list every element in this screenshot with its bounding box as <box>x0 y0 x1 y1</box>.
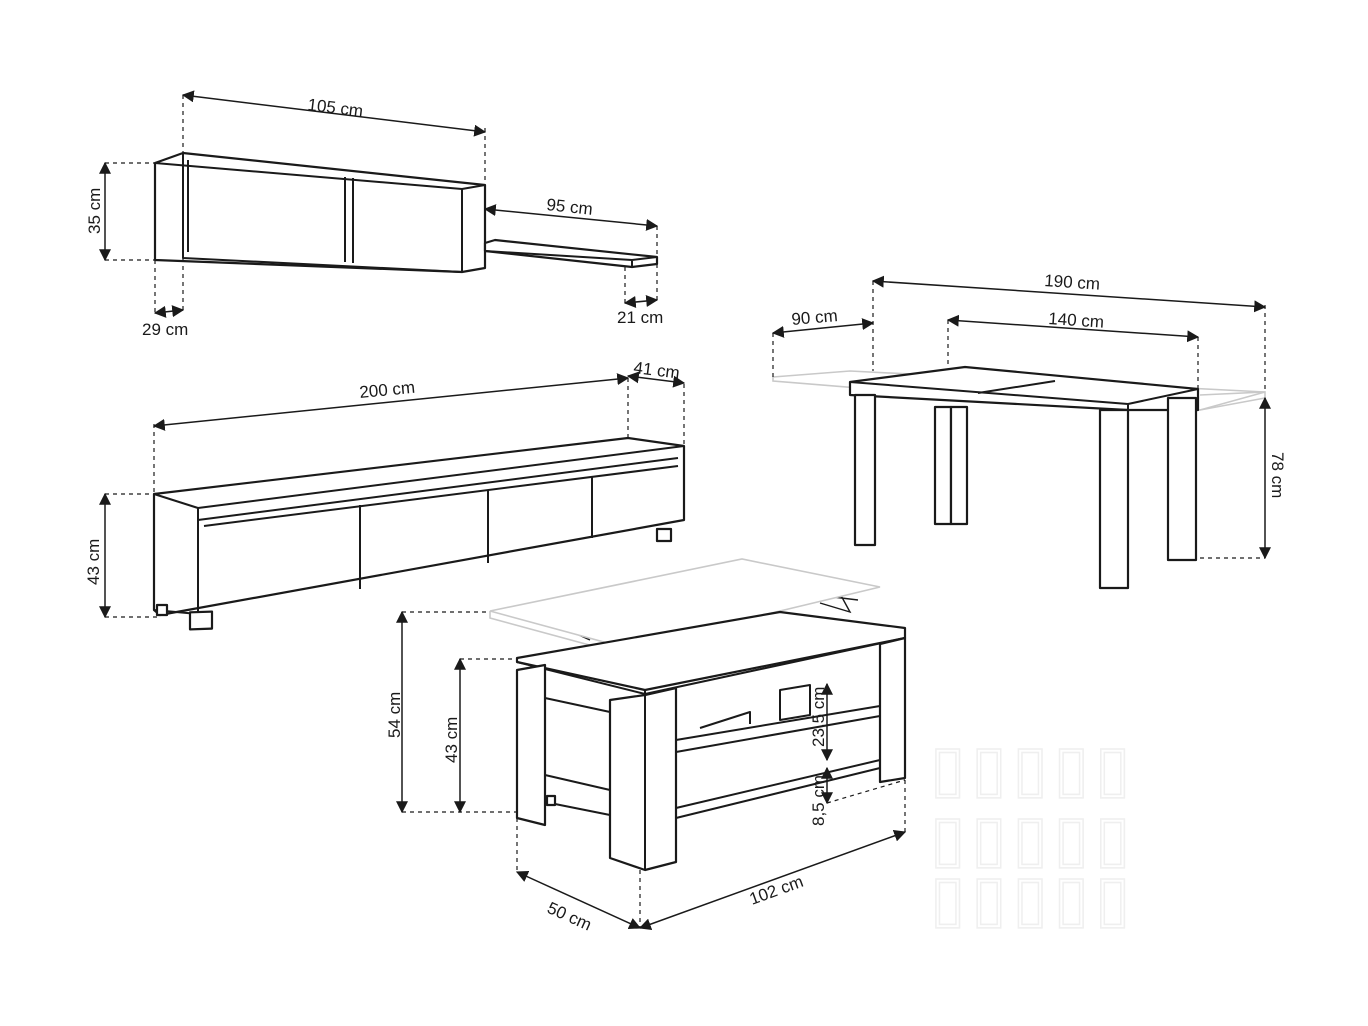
watermark-logo: ▯▯▯▯▯ ▯▯▯▯▯ ▯▯▯▯▯ <box>929 731 1136 937</box>
label-floating-shelf-width: 95 cm <box>546 195 594 219</box>
label-table-extended: 190 cm <box>1044 271 1101 294</box>
dim-coffee-raised-height: 54 cm <box>385 610 517 814</box>
dim-floating-shelf-width: 95 cm <box>483 195 659 257</box>
svg-text:▯▯▯▯▯: ▯▯▯▯▯ <box>930 862 1136 936</box>
svg-text:▯▯▯▯▯: ▯▯▯▯▯ <box>930 802 1136 876</box>
dim-coffee-height: 43 cm <box>442 657 517 814</box>
label-table-extension: 90 cm <box>791 306 839 329</box>
label-table-height: 78 cm <box>1268 452 1287 498</box>
dim-tv-unit-depth: 41 cm <box>626 358 686 446</box>
dim-table-extended: 190 cm <box>871 271 1267 392</box>
dim-table-height: 78 cm <box>1200 396 1287 560</box>
dim-floating-shelf-depth: 21 cm <box>617 264 663 327</box>
label-tv-unit-depth: 41 cm <box>633 358 681 383</box>
dim-table-extension: 90 cm <box>771 306 875 377</box>
label-coffee-height: 43 cm <box>442 717 461 763</box>
label-coffee-raised-height: 54 cm <box>385 692 404 738</box>
label-tv-unit-height: 43 cm <box>84 539 103 585</box>
dim-shelf-height: 35 cm <box>85 161 155 262</box>
label-coffee-width: 102 cm <box>747 872 806 909</box>
label-shelf-height: 35 cm <box>85 188 104 234</box>
label-shelf-width: 105 cm <box>307 95 365 121</box>
extendable-table <box>772 365 1266 590</box>
label-table-closed: 140 cm <box>1048 309 1105 332</box>
dim-shelf-depth: 29 cm <box>142 258 188 339</box>
label-floating-shelf-depth: 21 cm <box>617 308 663 327</box>
floating-shelf <box>483 238 659 269</box>
dim-coffee-bottom-gap: 8,5 cm <box>809 766 906 826</box>
label-tv-unit-width: 200 cm <box>359 378 416 402</box>
dim-tv-unit-height: 43 cm <box>84 492 160 619</box>
dim-coffee-width: 102 cm <box>638 780 907 930</box>
label-coffee-shelf-gap: 23,5 cm <box>809 687 828 747</box>
svg-text:▯▯▯▯▯: ▯▯▯▯▯ <box>930 732 1136 806</box>
coffee-table <box>489 558 907 872</box>
wall-shelf <box>153 151 487 274</box>
dim-coffee-shelf-gap: 23,5 cm <box>809 682 833 762</box>
label-shelf-depth: 29 cm <box>142 320 188 339</box>
dim-table-closed: 140 cm <box>946 309 1200 389</box>
label-coffee-bottom-gap: 8,5 cm <box>809 775 828 826</box>
